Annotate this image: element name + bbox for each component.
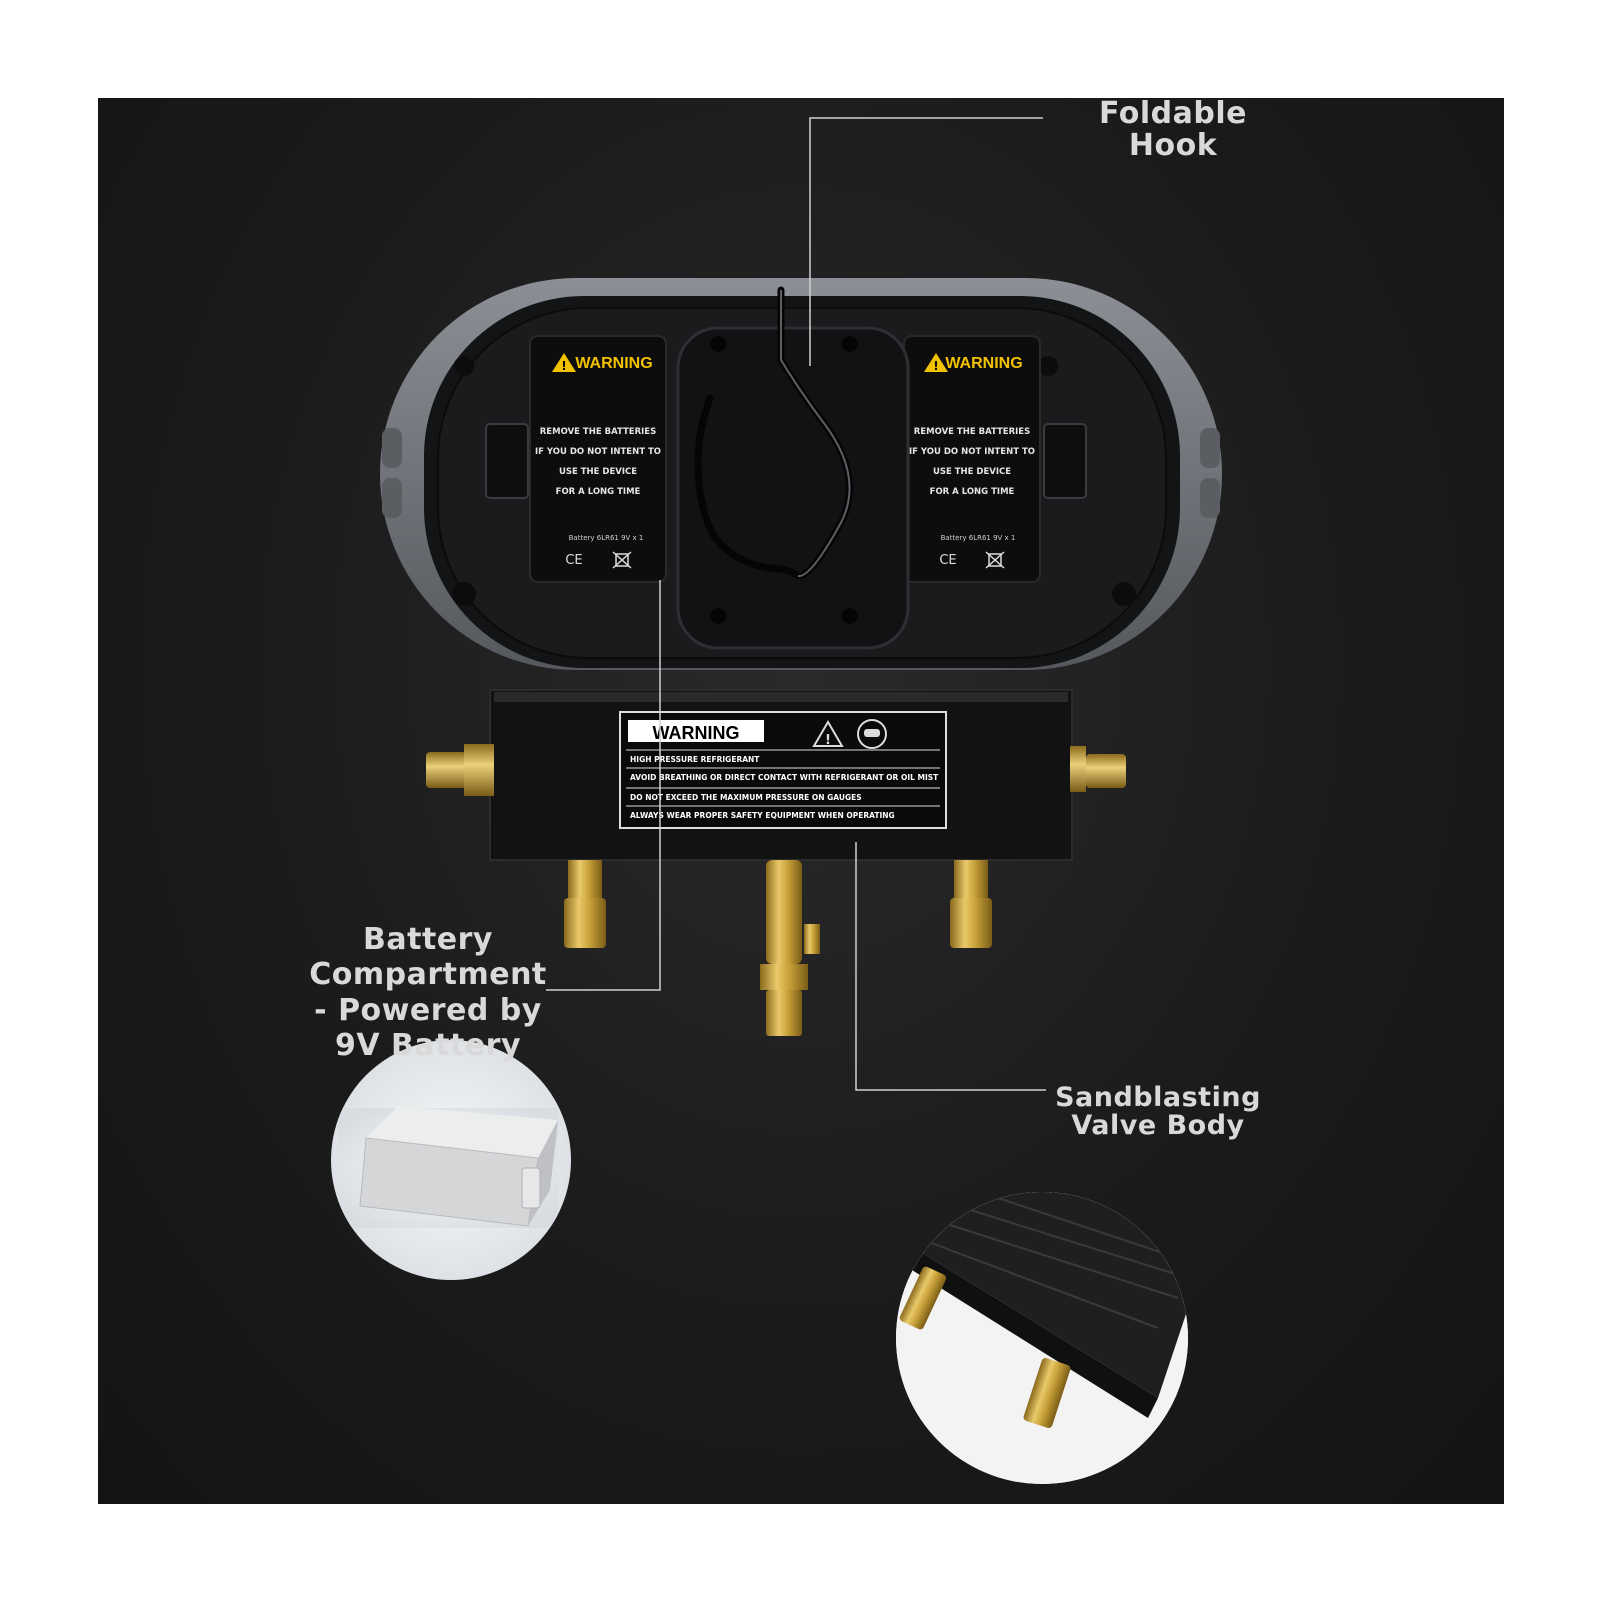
bottom-fitting-center	[760, 860, 820, 1036]
battery-warning-title-left: WARNING	[575, 355, 652, 372]
battery-warning-line: IF YOU DO NOT INTENT TO	[909, 447, 1035, 457]
battery-warning-line: USE THE DEVICE	[933, 467, 1011, 477]
callout-line: Sandblasting	[1055, 1082, 1261, 1113]
svg-text:!: !	[561, 359, 566, 373]
callout-line: Valve Body	[1071, 1110, 1245, 1142]
battery-warning-line: REMOVE THE BATTERIES	[540, 427, 656, 437]
left-side-fitting	[426, 744, 494, 796]
safety-goggles-icon	[857, 719, 887, 749]
gauge-device-illustration: ! WARNING REMOVE THE BATTERIES IF YOU DO…	[331, 117, 1222, 1484]
battery-warning-line: IF YOU DO NOT INTENT TO	[535, 447, 661, 457]
battery-warning-line: FOR A LONG TIME	[930, 487, 1015, 497]
svg-text:!: !	[825, 733, 831, 748]
battery-warning-line: REMOVE THE BATTERIES	[914, 427, 1030, 437]
callout-line: 9V Battery	[334, 1028, 522, 1064]
callout-line: - Powered by	[314, 992, 542, 1028]
valve-warning-line: ALWAYS WEAR PROPER SAFETY EQUIPMENT WHEN…	[630, 811, 895, 820]
battery-spec-text: Battery 6LR61 9V x 1	[941, 534, 1016, 542]
battery-inset-photo	[331, 1040, 571, 1280]
valve-warning-title: WARNING	[653, 723, 740, 743]
battery-label-left: ! WARNING REMOVE THE BATTERIES IF YOU DO…	[529, 335, 667, 583]
battery-label-right: ! WARNING REMOVE THE BATTERIES IF YOU DO…	[903, 335, 1041, 583]
valve-warning-label: WARNING ! HIGH PRESSURE REFRIGERANT AVOI…	[619, 711, 947, 829]
callout-line: Compartment	[309, 957, 547, 993]
callout-battery-compartment: Battery Compartment - Powered by 9V Batt…	[298, 922, 558, 1064]
battery-warning-title-right: WARNING	[945, 355, 1022, 372]
callout-line: Foldable	[1099, 98, 1247, 131]
product-panel: ! WARNING REMOVE THE BATTERIES IF YOU DO…	[98, 98, 1504, 1504]
valve-warning-line: HIGH PRESSURE REFRIGERANT	[630, 755, 760, 764]
valve-warning-line: AVOID BREATHING OR DIRECT CONTACT WITH R…	[630, 773, 939, 782]
bottom-fitting-right	[950, 860, 992, 948]
bottom-fitting-left	[564, 860, 606, 948]
recycle-bin-icon	[985, 551, 1005, 569]
battery-spec-text: Battery 6LR61 9V x 1	[569, 534, 644, 542]
right-side-fitting	[1070, 746, 1126, 792]
callout-line: Hook	[1128, 127, 1218, 163]
callout-sandblasting-valve-body: Sandblasting Valve Body	[1053, 1082, 1263, 1142]
warning-triangle-icon	[812, 720, 844, 747]
callout-foldable-hook: Foldable Hook	[1078, 98, 1268, 161]
ce-mark: CE	[939, 553, 956, 568]
callout-line: Battery	[363, 922, 493, 957]
svg-text:!: !	[933, 359, 938, 373]
recycle-bin-icon	[612, 551, 632, 569]
ce-mark: CE	[565, 553, 582, 568]
battery-warning-line: FOR A LONG TIME	[556, 487, 641, 497]
callout-leader-lines	[546, 117, 1046, 1091]
valve-body-inset-photo	[896, 1192, 1188, 1484]
valve-warning-line: DO NOT EXCEED THE MAXIMUM PRESSURE ON GA…	[630, 793, 862, 802]
battery-warning-line: USE THE DEVICE	[559, 467, 637, 477]
